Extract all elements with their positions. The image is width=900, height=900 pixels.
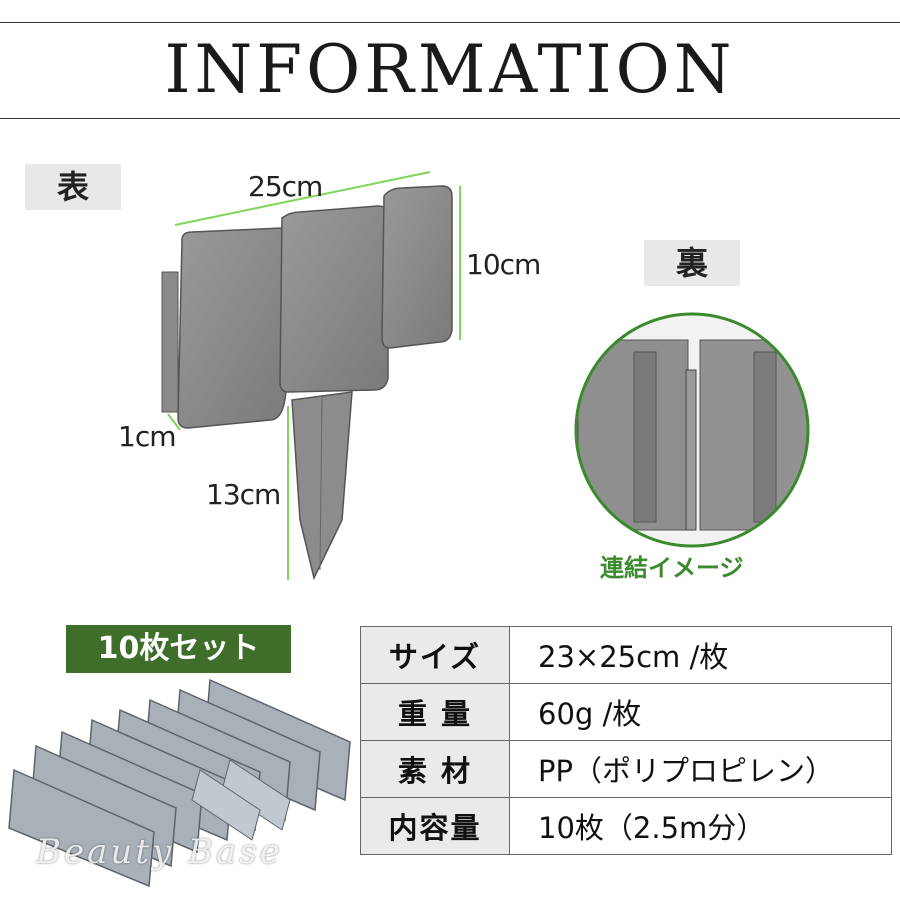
spec-label-weight: 重 量 [360,683,510,741]
set-badge: 10枚セット [66,625,291,673]
width-dimension-label: 25cm [248,170,323,203]
spec-value-size: 23×25cm /枚 [509,626,892,684]
table-row: 重 量 60g /枚 [360,683,892,741]
spec-value-quantity: 10枚（2.5m分） [509,797,892,855]
brand-watermark: Beauty Base [36,832,283,872]
thickness-dimension-label: 1cm [118,420,176,453]
spec-value-weight: 60g /枚 [509,683,892,741]
page-title: INFORMATION [164,31,736,108]
spec-label-material: 素 材 [360,740,510,798]
spec-value-material: PP（ポリプロピレン） [509,740,892,798]
table-row: 内容量 10枚（2.5m分） [360,797,892,855]
spec-label-size: サイズ [360,626,510,684]
table-row: 素 材 PP（ポリプロピレン） [360,740,892,798]
height-dimension-label: 10cm [466,248,541,281]
table-row: サイズ 23×25cm /枚 [360,626,892,684]
connection-caption: 連結イメージ [600,554,744,582]
title-underline [0,118,900,119]
back-tag: 裏 [644,240,740,286]
top-rule [0,22,900,23]
front-tag: 表 [25,164,121,210]
spec-label-quantity: 内容量 [360,797,510,855]
spec-table: サイズ 23×25cm /枚 重 量 60g /枚 素 材 PP（ポリプロピレン… [360,626,892,855]
stake-dimension-label: 13cm [206,478,281,511]
